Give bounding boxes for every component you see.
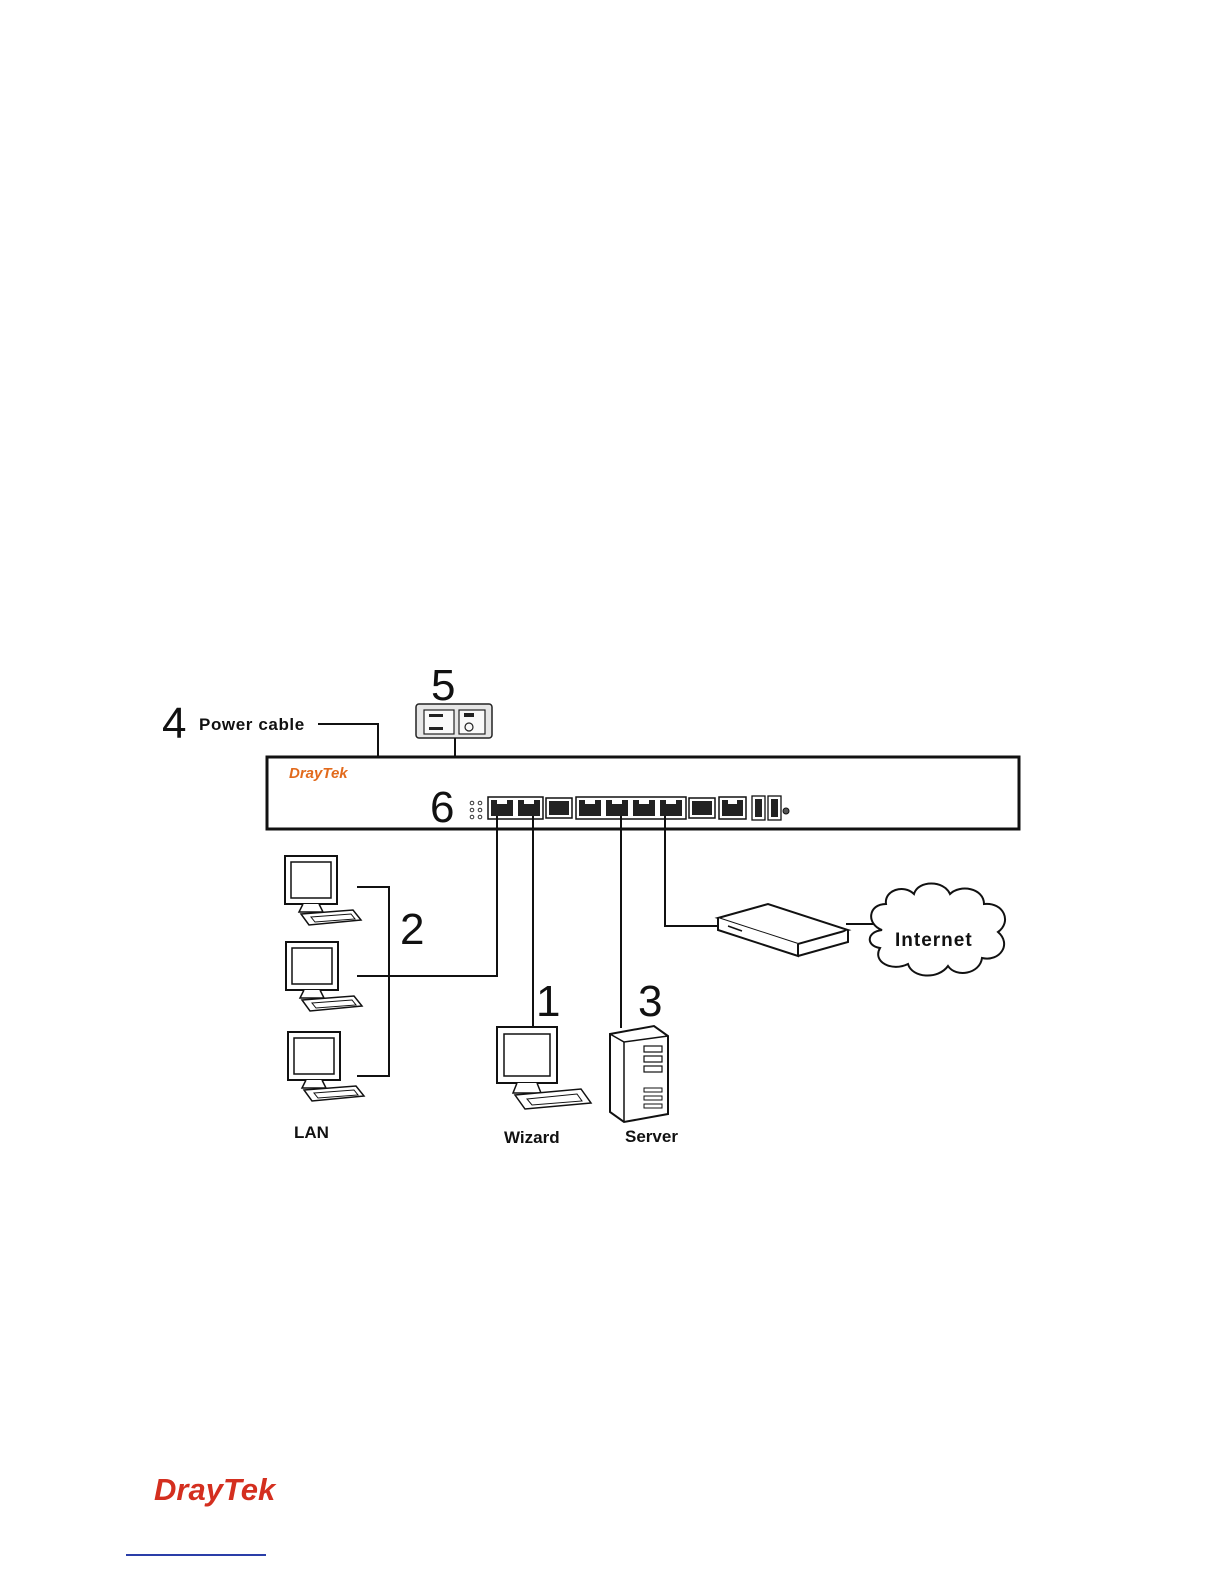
label-2: 2: [400, 905, 424, 954]
wizard-computer-icon: [497, 1027, 591, 1109]
footer-logo: DrayTek: [154, 1472, 277, 1507]
sfp-slot-2: [689, 798, 715, 818]
power-cable-label: Power cable: [199, 715, 305, 734]
lan-group-bracket: [357, 887, 389, 1076]
lan-label: LAN: [294, 1123, 329, 1142]
wan-port-3: [633, 800, 655, 816]
lan-port-2: [518, 800, 540, 816]
modem-icon: [718, 904, 848, 956]
label-6: 6: [430, 783, 454, 832]
server-label: Server: [625, 1127, 678, 1146]
wan-cable-line: [665, 816, 720, 926]
label-5: 5: [431, 661, 455, 710]
lan-port-1: [491, 800, 513, 816]
reset-button: [783, 808, 789, 814]
label-4: 4: [162, 699, 186, 748]
label-1: 1: [536, 977, 560, 1026]
wan-port-4: [660, 800, 682, 816]
device-logo: DrayTek: [289, 765, 348, 782]
wan-port-2: [606, 800, 628, 816]
wan-port-1: [579, 800, 601, 816]
internet-label: Internet: [895, 930, 973, 951]
footer-link-underline[interactable]: [126, 1554, 266, 1556]
sfp-slot-1: [546, 798, 572, 818]
lan-computer-1-icon: [285, 856, 361, 925]
server-icon: [610, 1026, 668, 1122]
wizard-label: Wizard: [504, 1128, 560, 1147]
lan-computer-2-icon: [286, 942, 362, 1011]
router-device: DrayTek: [267, 757, 1019, 829]
power-cable-line: [318, 724, 378, 757]
lan-cable-line: [357, 816, 497, 976]
console-port: [719, 797, 746, 819]
lan-computer-3-icon: [288, 1032, 364, 1101]
label-3: 3: [638, 977, 662, 1026]
